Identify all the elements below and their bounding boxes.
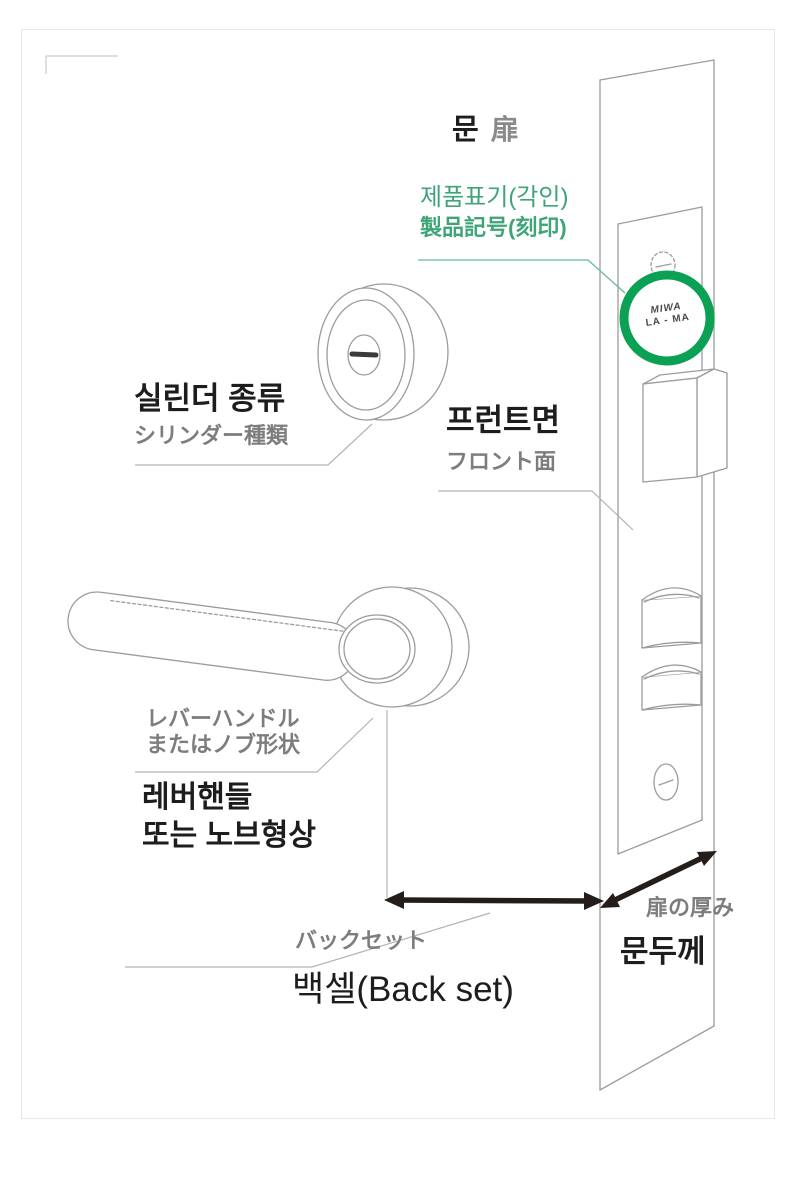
- bottom-screw-icon: [653, 763, 679, 801]
- latch-bolt-2: [641, 664, 702, 711]
- cylinder-label-ko: 실린더 종류: [134, 381, 286, 416]
- deadbolt-drawing: [642, 368, 728, 483]
- handle-label-ja-line1: レバーハンドル: [146, 706, 300, 731]
- corner-shadow: [45, 55, 118, 74]
- leader-product-marking: [418, 259, 626, 294]
- front-face-label-ko: 프런트면: [446, 403, 561, 438]
- backset-arrow: [384, 891, 604, 910]
- cylinder-label: 실린더 종류 シリンダー種類: [134, 381, 288, 449]
- backset-label-ja: バックセット: [295, 928, 428, 953]
- lever-bar: [67, 591, 357, 681]
- door-outline: [599, 59, 715, 1091]
- product-marking-label: 제품표기(각인) 製品記号(刻印): [420, 184, 568, 241]
- handle-label-ja-line2: またはノブ形状: [146, 732, 301, 757]
- handle-label-ko-line2: 또는 노브형상: [142, 819, 316, 852]
- marking-highlight-circle: [619, 270, 715, 366]
- handle-label-ja: レバーハンドル またはノブ形状: [146, 706, 300, 758]
- leader-cylinder: [135, 423, 373, 466]
- front-face-label-ja: フロント面: [446, 448, 557, 474]
- leader-backset: [125, 912, 491, 968]
- backset-label-ko: 백셀(Back set): [292, 970, 514, 1009]
- door-title-ja: 扉: [490, 114, 519, 145]
- door-thickness-label-ko: 문두께: [620, 934, 706, 969]
- leader-handle: [135, 717, 374, 773]
- front-face-label: 프런트면 フロント面: [446, 403, 560, 475]
- keyhole-icon: [347, 334, 381, 376]
- cylinder-label-ja: シリンダー種類: [134, 422, 289, 448]
- latch-bolt-1: [641, 587, 702, 649]
- handle-label-ko: 레버핸들 또는 노브형상: [142, 779, 316, 855]
- handle-label-ko-line1: 레버핸들: [142, 781, 253, 814]
- handle-neck: [338, 614, 416, 684]
- door-title-ko: 문: [452, 114, 479, 146]
- door-thickness-label-ja: 扉の厚み: [646, 895, 735, 920]
- product-marking-ko: 제품표기(각인): [420, 184, 569, 211]
- door-thickness-arrow: [600, 851, 717, 908]
- product-marking-ja: 製品記号(刻印): [420, 215, 567, 241]
- leader-lines: [125, 259, 634, 968]
- leader-front-face: [438, 490, 634, 531]
- cylinder-drawing: [317, 283, 449, 421]
- lever-handle-drawing: [67, 586, 470, 708]
- page-border-frame: [21, 29, 775, 1119]
